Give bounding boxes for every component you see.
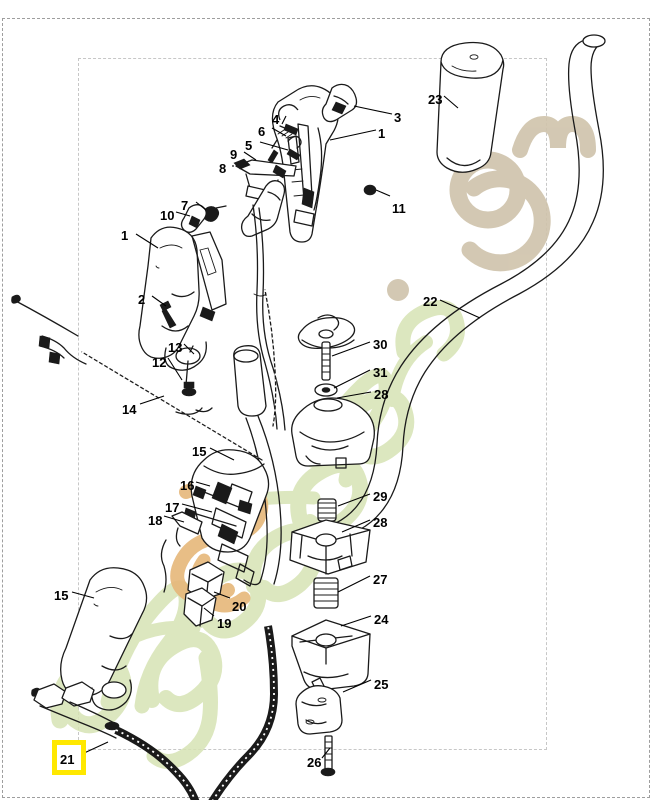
- part-28-clamp-shell-lower: [289, 519, 371, 575]
- part-25-clamp-bracket: [295, 685, 343, 735]
- callout-30: 30: [373, 337, 388, 352]
- callout-5: 5: [245, 138, 253, 153]
- callout-14: 14: [122, 402, 137, 417]
- callout-23: 23: [428, 92, 443, 107]
- callout-29: 29: [373, 489, 388, 504]
- part-8-9-stop-switch-lever: [233, 158, 297, 203]
- callout-28: 28: [373, 515, 388, 530]
- callout-26: 26: [307, 755, 322, 770]
- part-15-handle-shell-upper: [190, 449, 270, 587]
- part-14-throttle-cable: [11, 294, 263, 461]
- callout-3: 3: [394, 110, 402, 125]
- callout-17: 17: [165, 500, 180, 515]
- callout-28: 28: [374, 387, 389, 402]
- callout-13: 13: [168, 340, 183, 355]
- callout-22: 22: [423, 294, 438, 309]
- callout-25: 25: [374, 677, 389, 692]
- part-27-spring-lower: [313, 577, 339, 609]
- callout-9: 9: [230, 147, 238, 162]
- leader-lines: [71, 95, 481, 759]
- part-5-pin: [267, 139, 279, 164]
- highlight-box-part-21[interactable]: 21: [52, 740, 86, 775]
- callout-16: 16: [180, 478, 195, 493]
- part-28-washer: [314, 383, 338, 397]
- callout-6: 6: [258, 124, 266, 139]
- part-31-threaded-stud: [321, 341, 331, 381]
- part-16-trigger-interlock: [192, 485, 215, 500]
- callout-18: 18: [148, 513, 163, 528]
- part-24-lower-clamp-body: [291, 619, 371, 691]
- part-1-control-handle-left: [138, 204, 227, 371]
- inner-throttle-cable-run: [252, 204, 286, 431]
- part-21-ignition-lead-harness: [31, 625, 279, 800]
- part-26-clamp-bolt: [320, 735, 336, 777]
- part-3-trigger-lockout: [321, 83, 358, 123]
- callout-7: 7: [181, 198, 189, 213]
- callout-19: 19: [217, 616, 232, 631]
- part-22-handlebar-tube: [308, 34, 606, 541]
- part-11-grommet: [363, 184, 377, 196]
- part-15-handle-shell-lower: [60, 567, 148, 711]
- part-29-spring-upper: [317, 498, 337, 522]
- callout-1: 1: [378, 126, 386, 141]
- callout-15: 15: [54, 588, 69, 603]
- callout-15: 15: [192, 444, 207, 459]
- callout-4: 4: [272, 112, 280, 127]
- part-6-spring-clip: [286, 135, 302, 161]
- callout-12: 12: [152, 355, 167, 370]
- part-4-torsion-spring: [277, 123, 299, 139]
- part-28-clamp-shell-upper: [291, 397, 375, 469]
- part-7-cable-retainer: [202, 205, 227, 222]
- callout-31: 31: [373, 365, 388, 380]
- highlight-part-number: 21: [60, 752, 75, 767]
- part-10-throttle-trigger: [240, 180, 286, 238]
- part-19-switch-contact: [183, 587, 217, 627]
- callout-24: 24: [374, 612, 389, 627]
- callout-11: 11: [392, 201, 406, 216]
- shaft-tube-stub: [233, 345, 282, 585]
- callout-2: 2: [138, 292, 146, 307]
- part-18-spring-rod: [160, 511, 203, 593]
- callout-1: 1: [121, 228, 129, 243]
- callout-20: 20: [232, 599, 247, 614]
- part-23-handlebar-grip: [436, 41, 505, 173]
- callout-10: 10: [160, 208, 175, 223]
- callout-8: 8: [219, 161, 227, 176]
- callout-27: 27: [373, 572, 388, 587]
